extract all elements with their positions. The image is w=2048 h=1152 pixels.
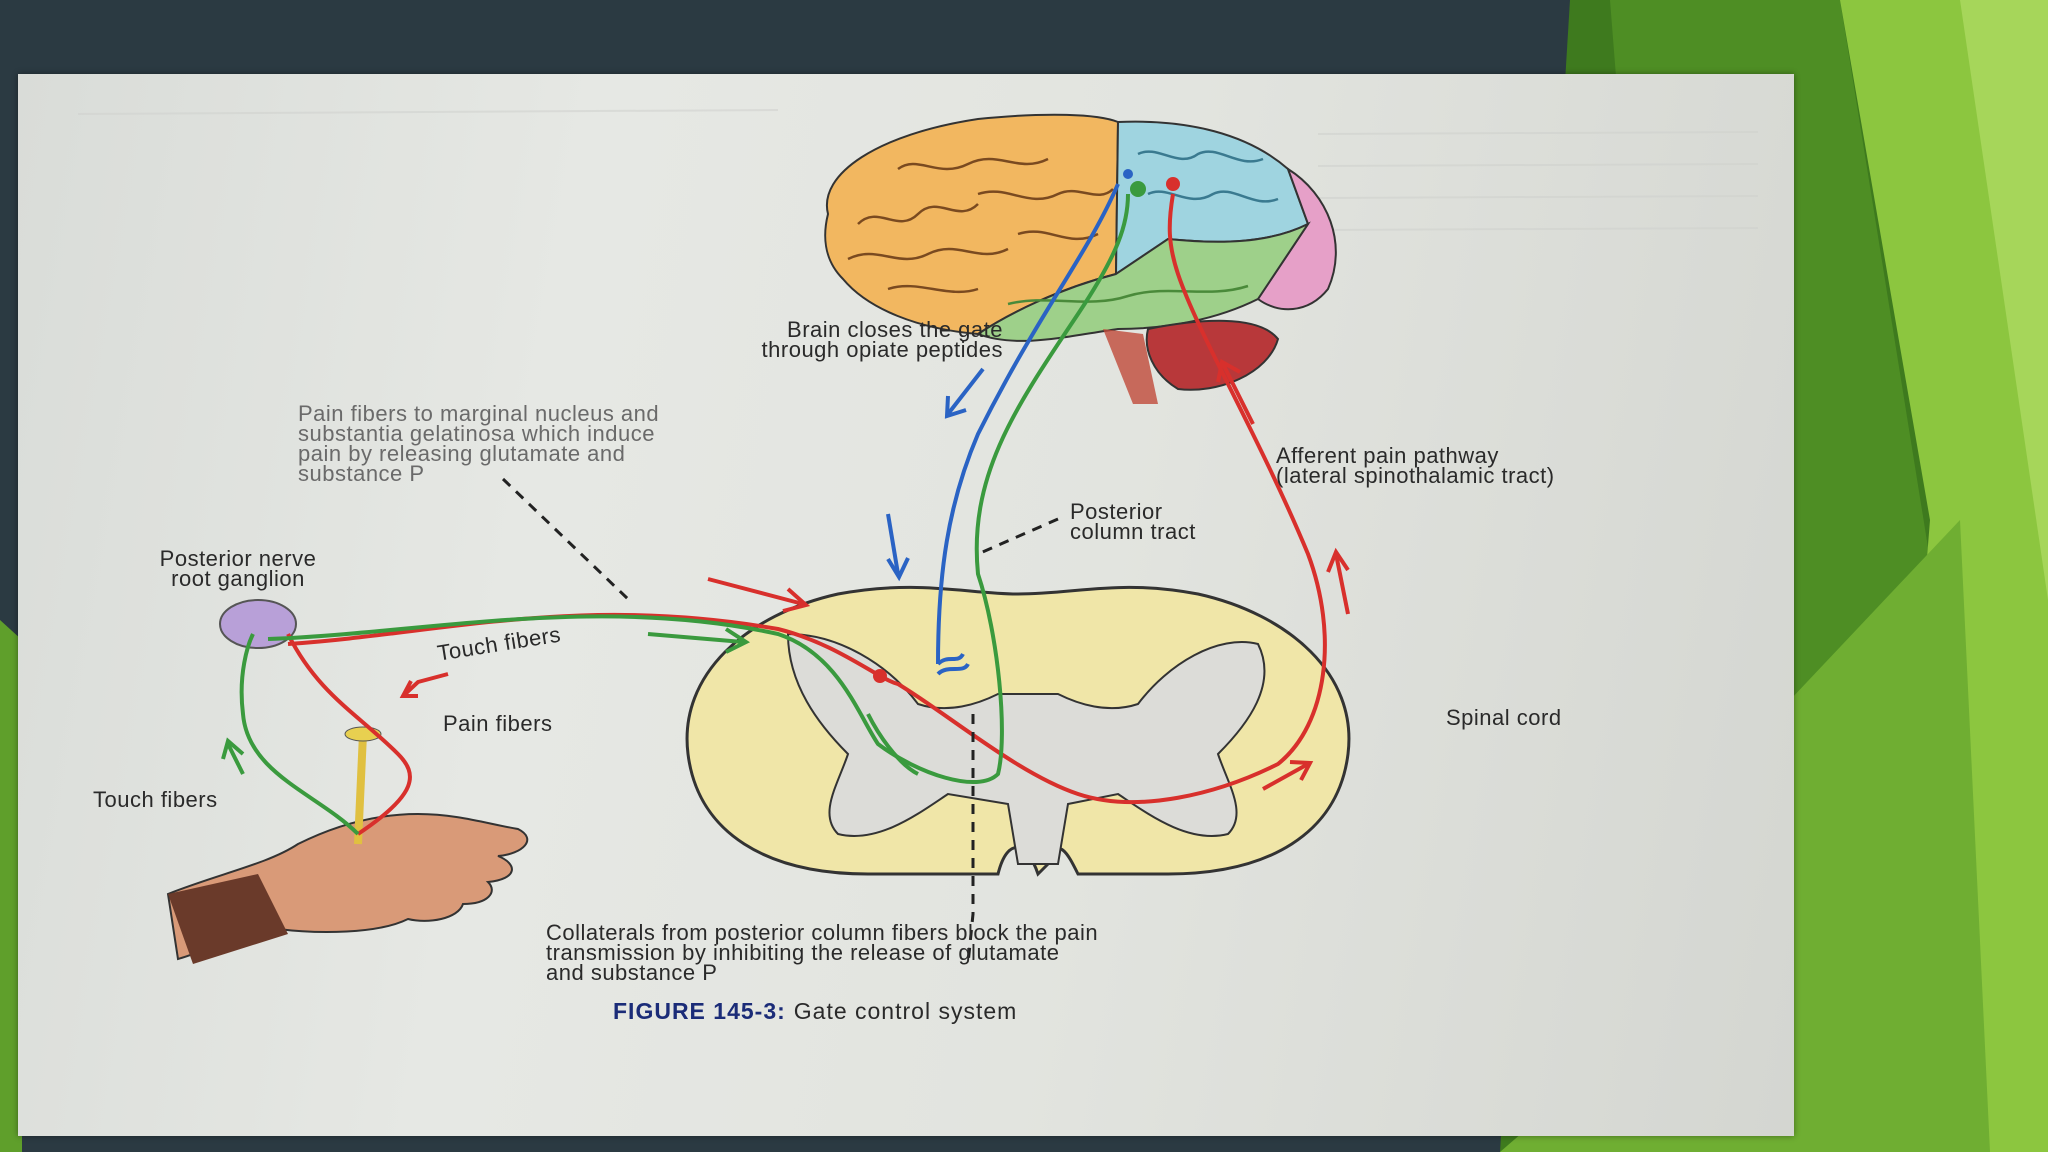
- brain-stem: [1103, 329, 1158, 404]
- hand-illustration: [166, 726, 529, 964]
- touch-fibers-lower-label: Touch fibers: [93, 787, 218, 812]
- endpoint-dots: [873, 169, 1180, 683]
- brain-temporal-gyri: [1007, 284, 1249, 306]
- brain-illustration: [824, 113, 1337, 404]
- figure-title: Gate control system: [793, 998, 1018, 1024]
- forearm-shape: [168, 874, 288, 964]
- touch-pathway: [239, 193, 1130, 836]
- arrow-icon: [1262, 760, 1314, 791]
- arrow-icon: [1216, 358, 1255, 425]
- brain-occipital-lobe: [1256, 166, 1337, 311]
- textbook-photo: Brain closes the gate through opiate pep…: [18, 74, 1794, 1136]
- green-accent-shape: [1760, 520, 1990, 1152]
- spinal-cord-label: Spinal cord: [1446, 705, 1562, 730]
- brain-parietal-gyri: [1137, 150, 1279, 203]
- posterior-column-label: Posterior column tract: [1070, 499, 1196, 544]
- arrow-icon: [647, 627, 751, 654]
- collaterals-label: Collaterals from posterior column fibers…: [546, 920, 1099, 985]
- gate-control-diagram: [77, 109, 1759, 965]
- leader-lines: [501, 477, 1059, 965]
- posterior-ganglion-label: Posterior nerve root ganglion: [159, 546, 317, 591]
- descending-pathway: [936, 183, 1120, 676]
- pain-fibers-marginal-label: Pain fibers to marginal nucleus and subs…: [298, 401, 660, 486]
- figure-caption: FIGURE 145-3: Gate control system: [613, 998, 1017, 1025]
- figure-number: FIGURE 145-3:: [613, 998, 786, 1024]
- brain-gate-label: Brain closes the gate through opiate pep…: [761, 317, 1003, 362]
- arrow-icon: [221, 737, 245, 775]
- green-accent-shape: [1960, 0, 2048, 600]
- pain-fibers-label: Pain fibers: [443, 711, 553, 736]
- arrow-icons: [221, 358, 1350, 791]
- afferent-pathway-label: Afferent pain pathway (lateral spinothal…: [1276, 443, 1555, 488]
- arrow-icon: [707, 577, 811, 613]
- ganglion-shape: [219, 599, 297, 649]
- page-text-lines: [77, 109, 1759, 231]
- brain-temporal-lobe: [975, 221, 1311, 342]
- arrow-icon: [399, 672, 449, 698]
- green-accent-shape: [0, 620, 22, 1152]
- arrow-icon: [944, 367, 985, 419]
- arrow-icon: [886, 513, 910, 582]
- arrow-icon: [1326, 547, 1350, 615]
